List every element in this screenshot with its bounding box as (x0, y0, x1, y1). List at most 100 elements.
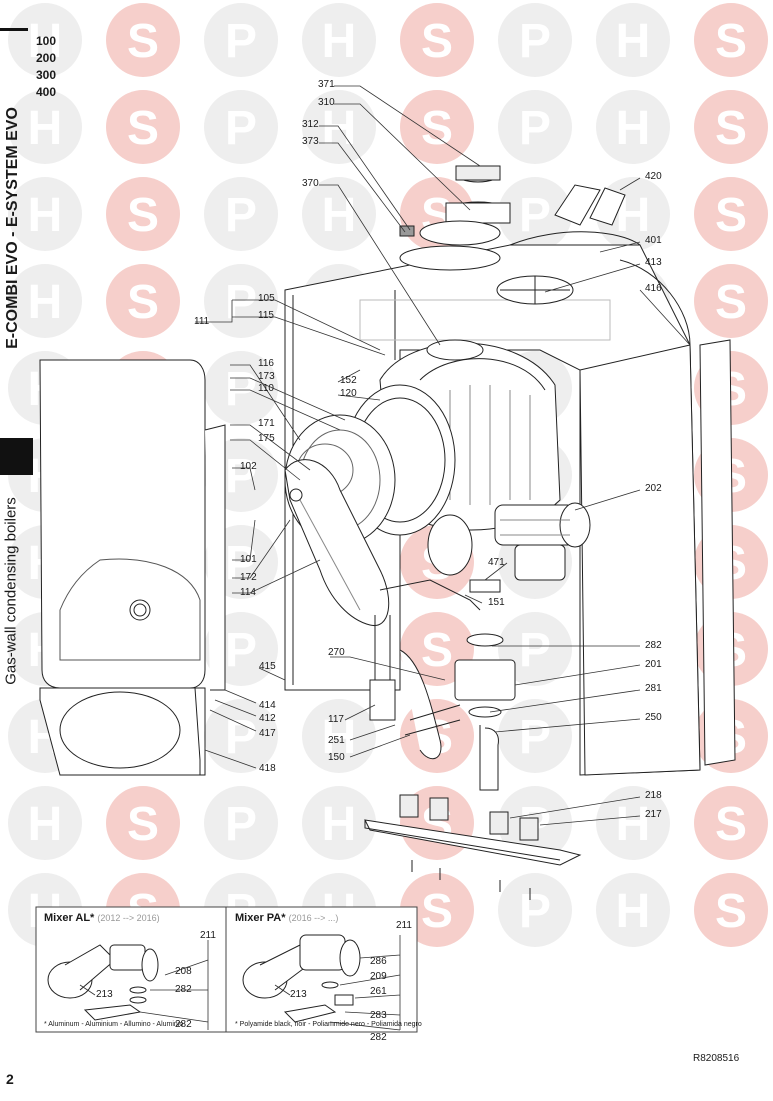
al-label-208: 208 (175, 966, 192, 977)
watermark-disc (8, 3, 82, 77)
pa-label-286: 286 (370, 956, 387, 967)
leader-lines (195, 85, 691, 826)
label-218: 218 (645, 790, 662, 801)
pa-label-283: 283 (370, 1010, 387, 1021)
watermark-letter: H (28, 102, 63, 155)
watermark-disc (498, 612, 572, 686)
watermark-letter: P (225, 624, 257, 677)
label-117: 117 (328, 714, 344, 725)
watermark-disc (498, 699, 572, 773)
watermark-disc (400, 90, 474, 164)
watermark-disc (204, 90, 278, 164)
watermark-disc (204, 177, 278, 251)
watermark-letter: P (225, 798, 257, 851)
label-416: 416 (645, 283, 662, 294)
watermark-letter: S (715, 798, 747, 851)
watermark-letter: P (519, 624, 551, 677)
watermark-letter: S (421, 102, 453, 155)
watermark-disc (302, 3, 376, 77)
mixer-inset (35, 906, 418, 1033)
label-202: 202 (645, 483, 662, 494)
mixer-pa-title: Mixer PA* (2016 --> ...) (235, 912, 338, 924)
label-471: 471 (488, 557, 505, 568)
watermark-letter: S (127, 102, 159, 155)
label-310: 310 (318, 97, 335, 108)
mixer-al-note: * Aluminum - Aluminium - Allumino - Alum… (44, 1021, 184, 1028)
label-115: 115 (258, 310, 274, 321)
model-100: 100 (36, 34, 57, 48)
watermark-letter: H (322, 189, 357, 242)
watermark-letter: P (225, 276, 257, 329)
watermark-disc (8, 90, 82, 164)
pump (494, 502, 591, 548)
label-175: 175 (258, 433, 275, 444)
watermark-disc (106, 90, 180, 164)
mixer-pa-note: * Polyamide black, noir - Poliammide ner… (235, 1021, 422, 1028)
label-201: 201 (645, 659, 662, 670)
watermark-letter: S (127, 189, 159, 242)
pipes (369, 514, 566, 791)
watermark-letter: P (225, 102, 257, 155)
al-label-211: 211 (200, 930, 216, 941)
watermark-letter: S (715, 189, 747, 242)
watermark-letter: H (28, 15, 63, 68)
sidebar-tab (0, 438, 33, 475)
watermark-disc (694, 3, 768, 77)
watermark-disc (204, 3, 278, 77)
watermark-letter: P (519, 711, 551, 764)
watermark-letter: S (421, 885, 453, 938)
watermark-letter: S (421, 624, 453, 677)
watermark-disc (204, 699, 278, 773)
manifold-plate (364, 794, 582, 900)
watermark-disc (106, 3, 180, 77)
watermark-letter: S (127, 276, 159, 329)
watermark-disc (400, 873, 474, 947)
flue-assembly (399, 165, 626, 305)
label-173: 173 (258, 371, 275, 382)
label-371: 371 (318, 79, 335, 90)
label-171: 171 (258, 418, 275, 429)
label-105: 105 (258, 293, 275, 304)
label-217: 217 (645, 809, 662, 820)
watermark-disc (8, 786, 82, 860)
label-414: 414 (259, 700, 276, 711)
label-101: 101 (240, 554, 257, 565)
watermark-disc (302, 177, 376, 251)
mixer-pa-dates: (2016 --> ...) (288, 913, 339, 923)
watermark-letter: P (225, 15, 257, 68)
watermark-disc (498, 3, 572, 77)
heat-exchanger (284, 339, 561, 546)
watermark-letter: S (715, 102, 747, 155)
watermark-letter: H (28, 276, 63, 329)
watermark-letter: S (715, 885, 747, 938)
watermark-disc (498, 873, 572, 947)
label-251: 251 (328, 735, 345, 746)
mixer-pa-name: Mixer PA* (235, 912, 286, 924)
label-415: 415 (259, 661, 276, 672)
watermark-disc (400, 3, 474, 77)
watermark-disc (106, 177, 180, 251)
label-373: 373 (302, 136, 319, 147)
watermark-letter: H (322, 798, 357, 851)
watermark-disc (596, 873, 670, 947)
watermark-letter: H (28, 798, 63, 851)
lower-cover (39, 687, 206, 776)
watermark-letter: H (616, 102, 651, 155)
watermark-disc (694, 177, 768, 251)
label-111: 111 (194, 316, 210, 327)
label-102: 102 (240, 461, 257, 472)
watermark-disc (596, 786, 670, 860)
watermark-letter: H (322, 15, 357, 68)
pa-label-261: 261 (370, 986, 387, 997)
model-200: 200 (36, 51, 57, 65)
label-281: 281 (645, 683, 662, 694)
model-400: 400 (36, 85, 57, 99)
front-panel (39, 359, 226, 691)
watermark-letter: S (127, 15, 159, 68)
watermark-letter: P (225, 189, 257, 242)
label-110: 110 (258, 383, 274, 394)
mixer-al-name: Mixer AL* (44, 912, 95, 924)
watermark-disc (694, 786, 768, 860)
label-250: 250 (645, 712, 662, 723)
mixer-al-dates: (2012 --> 2016) (97, 913, 160, 923)
